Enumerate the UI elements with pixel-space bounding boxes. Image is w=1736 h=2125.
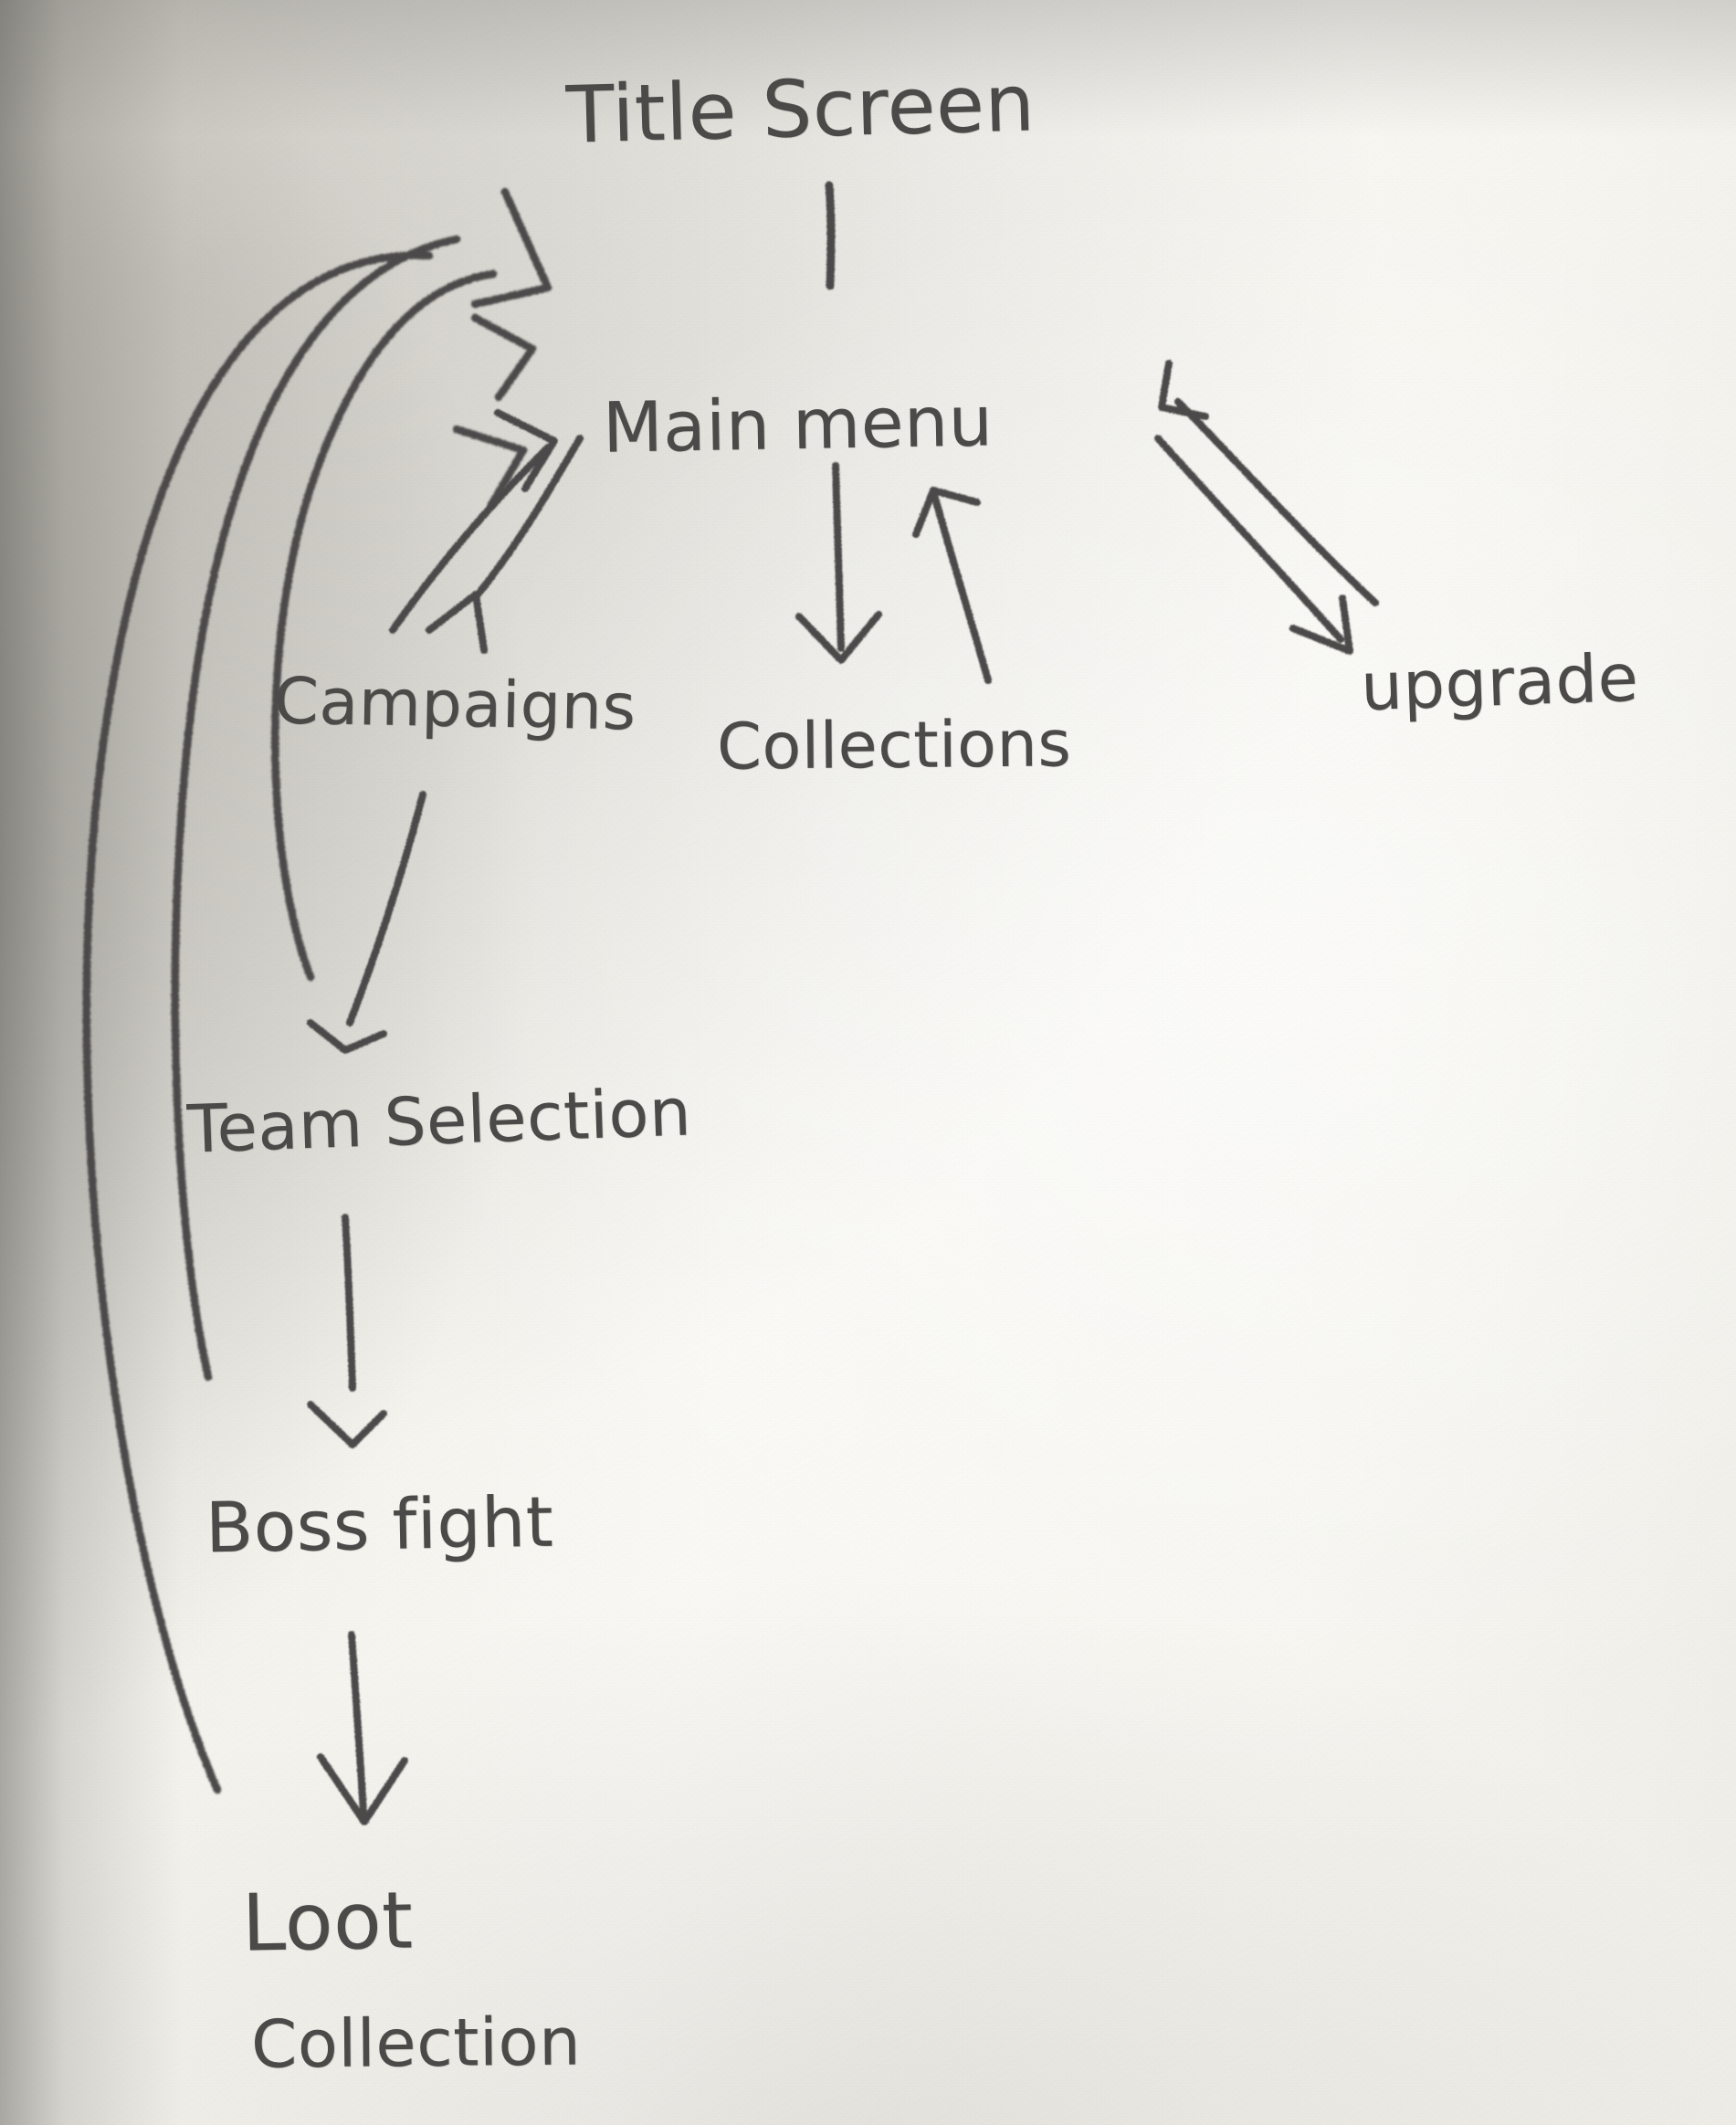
edge-campaigns-to-team-selection <box>307 791 426 1054</box>
node-main-menu[interactable]: Main menu <box>602 380 994 468</box>
edge-upgrade-to-main-menu <box>1158 360 1379 606</box>
node-loot-collection-line2[interactable]: Collection <box>250 2003 582 2083</box>
node-upgrade[interactable]: upgrade <box>1359 638 1640 726</box>
edge-boss-fight-to-loot-collection <box>317 1631 408 1825</box>
edge-loot-collection-to-main-menu <box>82 187 552 1794</box>
node-campaigns[interactable]: Campaigns <box>273 663 637 745</box>
edge-main-menu-to-collections <box>795 462 882 664</box>
edge-main-menu-to-upgrade <box>1154 435 1353 655</box>
node-title-screen[interactable]: Title Screen <box>564 58 1036 162</box>
node-loot-collection-line1[interactable]: Loot <box>241 1875 415 1970</box>
edge-campaigns-to-main-menu <box>389 409 558 634</box>
edge-collections-to-main-menu <box>912 487 992 684</box>
edge-team-selection-to-boss-fight <box>307 1214 387 1448</box>
edge-boss-fight-to-main-menu <box>171 235 537 1382</box>
edge-team-selection-to-main-menu <box>271 269 528 982</box>
edge-title-screen-to-main-menu <box>825 181 836 290</box>
edge-main-menu-to-campaigns <box>426 435 584 654</box>
node-boss-fight[interactable]: Boss fight <box>205 1480 554 1569</box>
node-collections[interactable]: Collections <box>716 706 1072 784</box>
